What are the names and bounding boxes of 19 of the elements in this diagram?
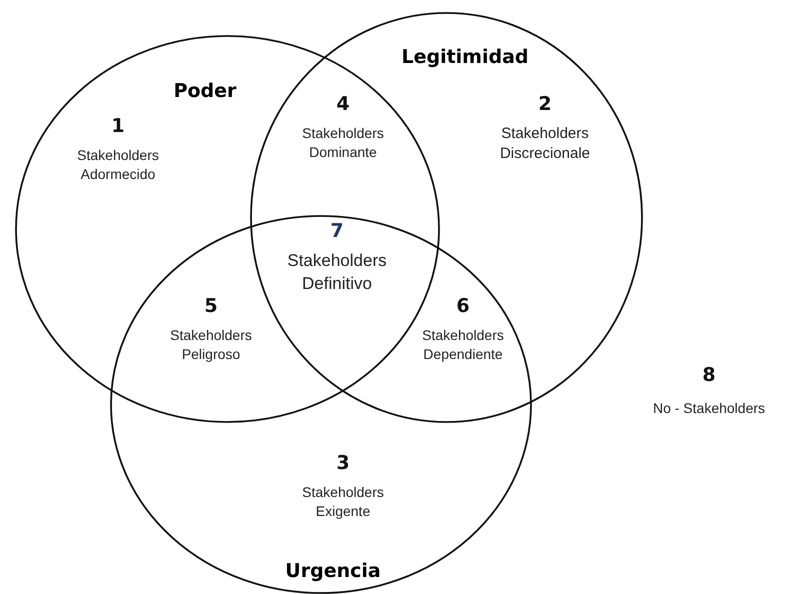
region-number: 6 xyxy=(455,294,471,319)
circle-heading: Urgencia xyxy=(285,560,381,582)
region-label: Stakeholders Definitivo xyxy=(286,250,388,295)
region-number: 3 xyxy=(335,451,351,476)
region-label: No - Stakeholders xyxy=(652,399,766,418)
region-number: 1 xyxy=(110,114,126,139)
region-label: Stakeholders Adormecido xyxy=(76,146,160,184)
region-label: Stakeholders Dependiente xyxy=(421,326,505,364)
region-label: Stakeholders Discrecionale xyxy=(498,124,592,164)
region-label: Stakeholders Peligroso xyxy=(169,326,253,364)
region-number: 8 xyxy=(701,363,717,388)
region-number: 5 xyxy=(203,294,219,319)
circle-heading: Poder xyxy=(174,80,236,102)
region-label: Stakeholders Dominante xyxy=(301,124,385,162)
circle-heading: Legitimidad xyxy=(401,46,529,68)
region-number: 2 xyxy=(537,92,553,117)
region-label: Stakeholders Exigente xyxy=(301,483,385,521)
region-number: 7 xyxy=(329,219,345,244)
region-number: 4 xyxy=(335,92,351,117)
